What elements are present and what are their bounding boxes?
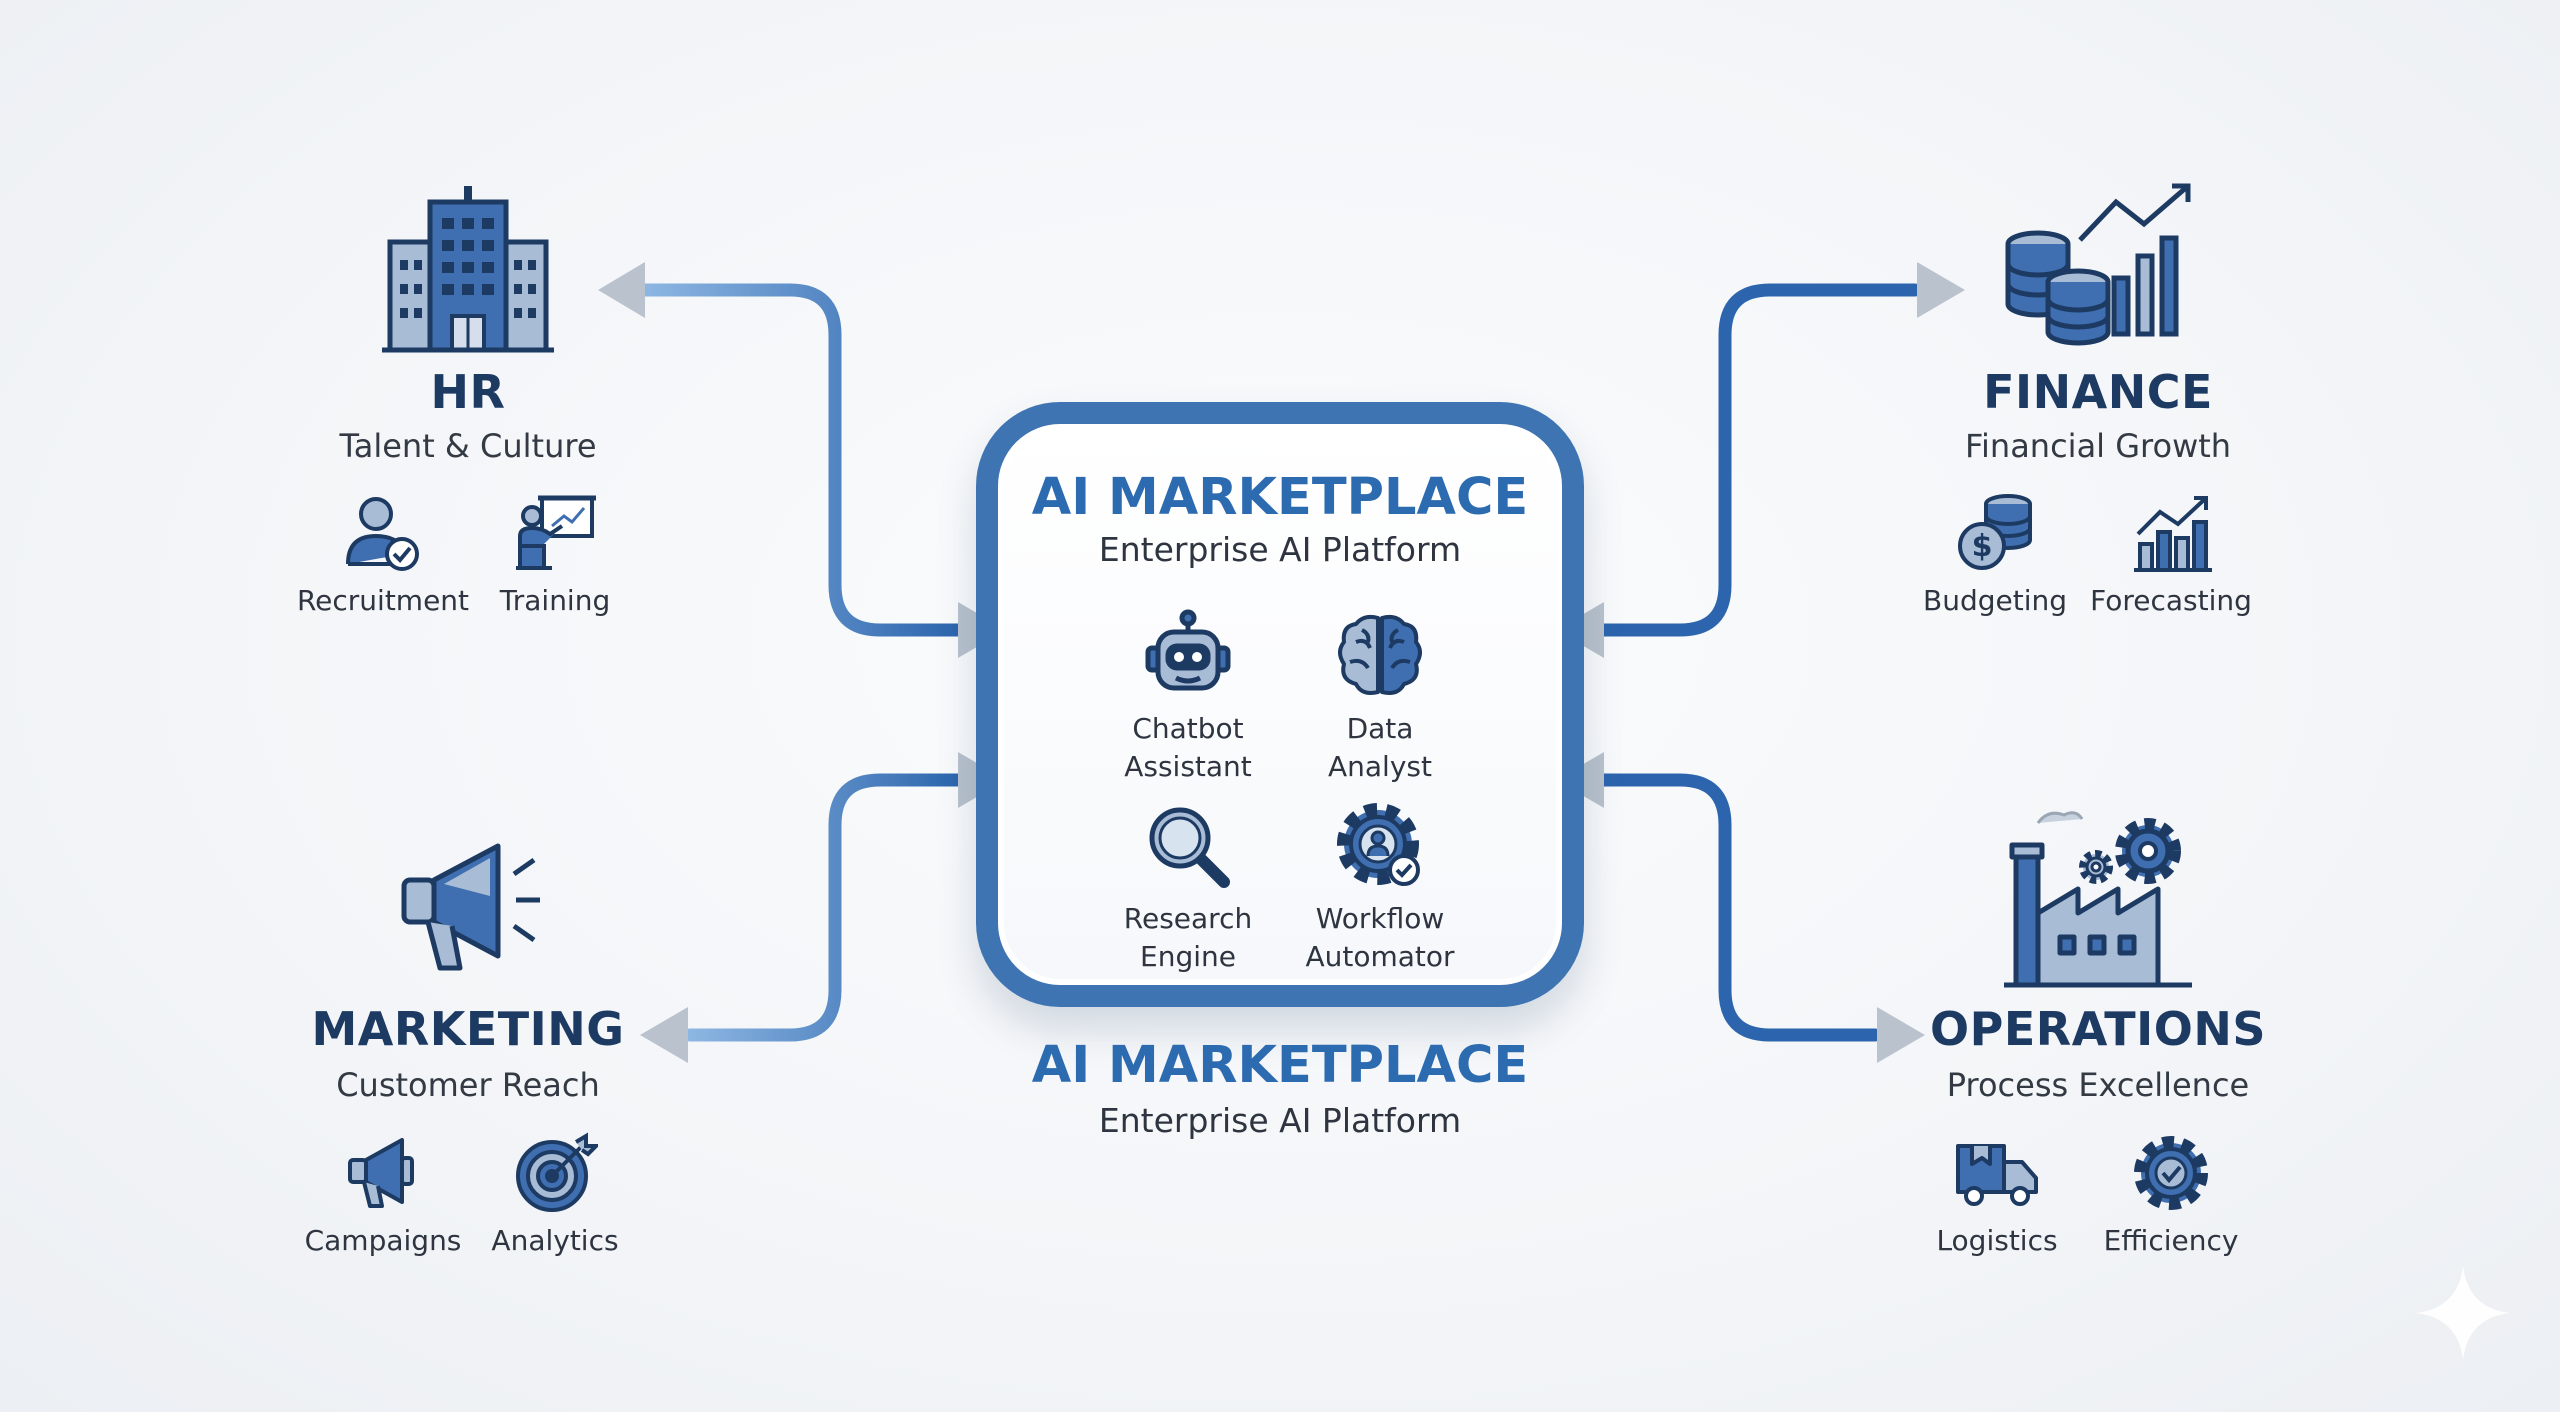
delivery-truck-icon xyxy=(1956,1144,2038,1206)
marketing-title: MARKETING xyxy=(311,1002,625,1056)
finance-title: FINANCE xyxy=(1983,365,2213,419)
presentation-icon xyxy=(516,495,596,570)
marketing-arrowhead xyxy=(640,1007,688,1063)
factory-gears-icon xyxy=(2004,811,2192,988)
user-check-icon xyxy=(346,497,419,571)
tool-chatbot-assistant[interactable]: Chatbot Assistant xyxy=(1078,608,1298,784)
operations-item-efficiency: Efficiency xyxy=(2056,1130,2286,1257)
efficiency-label: Efficiency xyxy=(2103,1224,2239,1257)
chatbot-label-2: Assistant xyxy=(1124,750,1252,783)
operations-item-logistics: Logistics xyxy=(1882,1130,2112,1257)
hub-title: AI MARKETPLACE xyxy=(1031,468,1529,527)
robot-icon xyxy=(1145,609,1231,691)
brain-icon xyxy=(1338,614,1422,695)
chatbot-label-1: Chatbot xyxy=(1132,712,1244,745)
marketing-item-analytics: Analytics xyxy=(440,1130,670,1257)
marketing-section: MARKETING Customer Reach Campaigns Analy… xyxy=(188,830,748,1270)
caption-subtitle: Enterprise AI Platform xyxy=(1098,1101,1462,1140)
gear-user-icon xyxy=(1337,803,1420,886)
hr-section: HR Talent & Culture Recruitment Training xyxy=(188,175,748,635)
data-analyst-label-2: Analyst xyxy=(1328,750,1432,783)
marketing-subtitle: Customer Reach xyxy=(336,1066,600,1104)
office-building-icon xyxy=(382,186,554,353)
coins-chart-icon xyxy=(2005,183,2191,346)
recruitment-label: Recruitment xyxy=(296,584,470,617)
tool-data-analyst[interactable]: Data Analyst xyxy=(1270,608,1490,784)
hr-connector xyxy=(638,283,967,637)
data-analyst-label-1: Data xyxy=(1346,712,1414,745)
hr-item-recruitment: Recruitment xyxy=(268,490,498,617)
operations-title: OPERATIONS xyxy=(1930,1002,2266,1056)
finance-section: FINANCE Financial Growth $ Budgeting xyxy=(1818,175,2378,635)
target-icon xyxy=(516,1132,598,1212)
svg-text:$: $ xyxy=(1972,529,1993,564)
hr-item-training: Training xyxy=(440,490,670,617)
operations-subtitle: Process Excellence xyxy=(1946,1066,2250,1104)
hub-caption: AI MARKETPLACE Enterprise AI Platform xyxy=(880,1036,1680,1140)
finance-connector xyxy=(1593,283,1922,637)
hub-subtitle: Enterprise AI Platform xyxy=(1098,530,1462,569)
hr-title: HR xyxy=(430,365,506,419)
tool-research-engine[interactable]: Research Engine xyxy=(1078,798,1298,974)
finance-arrowhead xyxy=(1917,262,1965,318)
bar-chart-trend-icon xyxy=(2134,496,2212,572)
training-label: Training xyxy=(499,584,611,617)
caption-title: AI MARKETPLACE xyxy=(1031,1036,1529,1095)
finance-item-budgeting: $ Budgeting xyxy=(1880,490,2110,617)
finance-item-forecasting: Forecasting xyxy=(2056,490,2286,617)
logistics-label: Logistics xyxy=(1936,1224,2058,1257)
operations-section: OPERATIONS Process Excellence Logistics … xyxy=(1818,805,2378,1275)
magnifier-icon xyxy=(1149,807,1230,888)
research-label-2: Engine xyxy=(1140,940,1236,973)
operations-connector xyxy=(1593,773,1882,1042)
marketing-connector xyxy=(683,773,967,1042)
research-label-1: Research xyxy=(1123,902,1253,935)
budgeting-label: Budgeting xyxy=(1922,584,2067,617)
small-megaphone-icon xyxy=(348,1138,414,1208)
megaphone-icon xyxy=(401,843,540,971)
marketing-item-campaigns: Campaigns xyxy=(268,1130,498,1257)
campaigns-label: Campaigns xyxy=(304,1224,462,1257)
gear-check-icon xyxy=(2134,1136,2208,1210)
dollar-coins-icon: $ xyxy=(1958,494,2032,570)
forecasting-label: Forecasting xyxy=(2090,584,2252,617)
sparkle-icon xyxy=(2416,1266,2510,1360)
workflow-label-2: Automator xyxy=(1305,940,1455,973)
tool-workflow-automator[interactable]: Workflow Automator xyxy=(1270,798,1490,974)
hr-arrowhead xyxy=(598,262,645,318)
workflow-label-1: Workflow xyxy=(1315,902,1445,935)
analytics-label: Analytics xyxy=(491,1224,619,1257)
finance-subtitle: Financial Growth xyxy=(1964,427,2232,465)
hr-subtitle: Talent & Culture xyxy=(339,427,597,465)
ai-marketplace-hub: AI MARKETPLACE Enterprise AI Platform Ch… xyxy=(976,402,1584,1007)
operations-arrowhead xyxy=(1877,1007,1925,1063)
